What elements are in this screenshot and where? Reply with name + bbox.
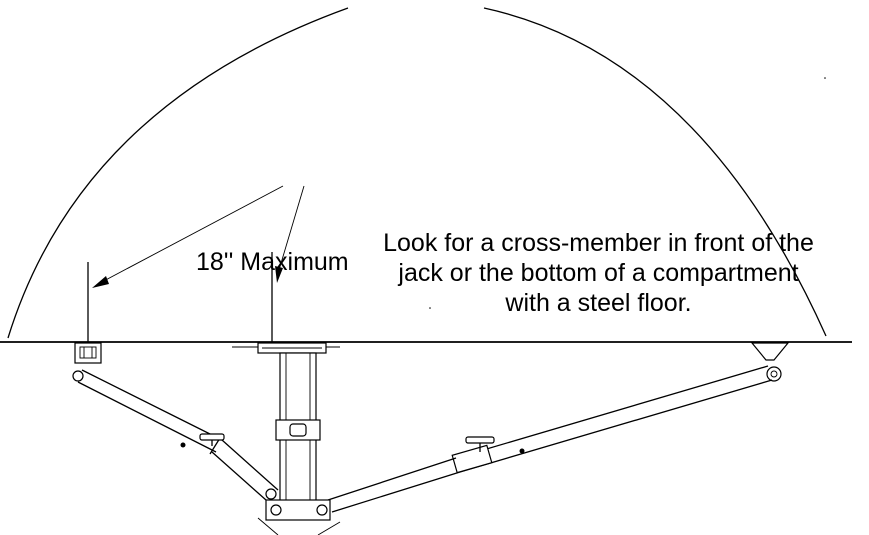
- instruction-note-line: with a steel floor.: [505, 289, 692, 317]
- instruction-note-line: Look for a cross-member in front of the: [383, 229, 814, 257]
- leader-line-right: [278, 185, 305, 271]
- left-mount-bracket: [72, 342, 102, 382]
- clearance-arc-right: [483, 7, 827, 337]
- instruction-note-line: jack or the bottom of a compartment: [398, 259, 799, 287]
- max-height-label: 18'' Maximum: [196, 248, 349, 276]
- center-jack: [257, 342, 331, 521]
- leader-line-left: [99, 185, 284, 284]
- ground-line-left: [257, 517, 279, 535]
- arrowhead-left: [92, 276, 109, 288]
- arrowhead-right: [275, 266, 283, 283]
- right-brace-arm: [327, 365, 773, 513]
- clearance-arc: [7, 7, 349, 339]
- ground-line-right: [317, 521, 341, 535]
- stray-mark: [824, 77, 826, 79]
- instruction-note: Look for a cross-member in front of the …: [346, 228, 851, 318]
- stray-mark: [429, 307, 431, 309]
- left-brace-arm: [77, 369, 279, 501]
- right-mount-bracket: [750, 342, 790, 382]
